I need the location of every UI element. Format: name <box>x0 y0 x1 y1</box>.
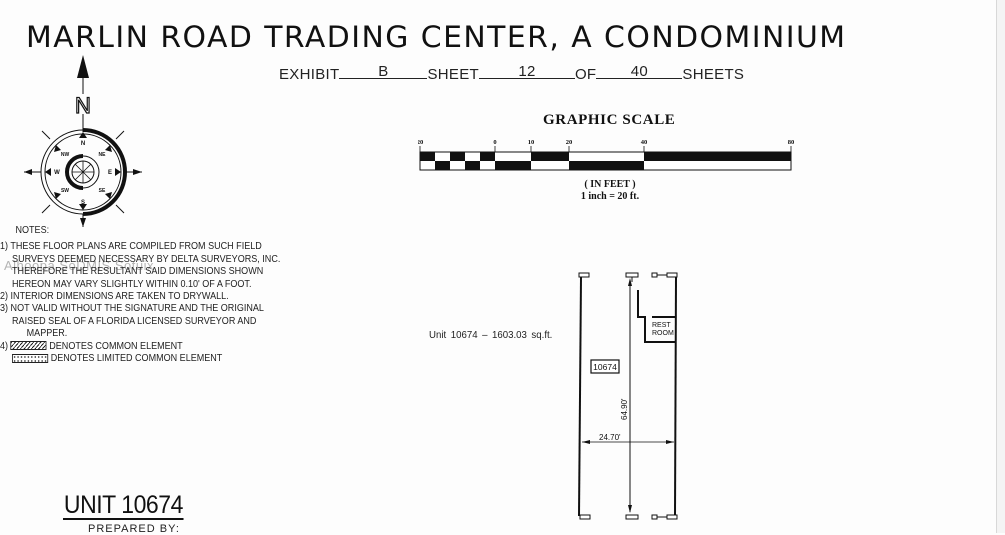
note-3: 3) NOT VALID WITHOUT THE SIGNATURE AND T… <box>0 302 264 340</box>
graphic-scale-title: GRAPHIC SCALE <box>543 112 676 128</box>
svg-text:SW: SW <box>61 188 69 194</box>
dots-pattern-swatch <box>12 353 49 363</box>
of-label: OF <box>574 66 597 83</box>
exhibit-value: B <box>339 64 428 79</box>
page-edge <box>996 0 1005 533</box>
document-title: MARLIN ROAD TRADING CENTER, A CONDOMINIU… <box>26 20 847 54</box>
svg-text:20: 20 <box>566 139 573 146</box>
note-1: 1) THESE FLOOR PLANS ARE COMPILED FROM S… <box>0 240 281 290</box>
svg-text:80: 80 <box>788 139 795 146</box>
legend-common-element: 4) DENOTES COMMON ELEMENT <box>0 339 183 352</box>
sheet-label: SHEET <box>427 66 479 83</box>
svg-text:0: 0 <box>493 139 496 146</box>
watermark-text: Alhoopa SoDMIS Sotuix <box>4 258 154 273</box>
svg-text:NE: NE <box>99 152 107 158</box>
of-value: 40 <box>596 64 683 79</box>
svg-text:REST: REST <box>652 322 671 329</box>
unit-tag: 10674 <box>593 362 617 372</box>
notes-heading: NOTES: <box>15 224 50 236</box>
graphic-scale-bar: 20 0 10 20 40 80 <box>418 139 795 171</box>
sheets-label: SHEETS <box>682 66 745 83</box>
svg-text:10: 10 <box>528 139 535 146</box>
scale-ratio: 1 inch = 20 ft. <box>580 191 640 202</box>
svg-text:E: E <box>108 170 112 176</box>
svg-text:W: W <box>54 170 60 176</box>
unit-area-label: Unit 10674 – 1603.03 sq.ft. <box>429 329 553 341</box>
svg-text:24.70': 24.70' <box>599 433 621 442</box>
svg-text:N: N <box>81 141 85 147</box>
svg-text:ROOM: ROOM <box>652 330 674 337</box>
scale-units: ( IN FEET ) <box>584 179 636 190</box>
hatch-pattern-swatch <box>10 341 47 351</box>
exhibit-label: EXHIBIT <box>279 66 340 83</box>
svg-text:40: 40 <box>641 139 648 146</box>
svg-text:N: N <box>75 93 91 118</box>
sheet-value: 12 <box>478 64 575 79</box>
prepared-by-label: PREPARED BY: <box>88 523 180 535</box>
svg-text:SE: SE <box>99 188 106 194</box>
unit-floor-plan: 24.70' 64.90' REST ROOM 10674 <box>578 272 678 520</box>
notes-block: NOTES: 1) THESE FLOOR PLANS ARE COMPILED… <box>0 224 280 364</box>
unit-heading: UNIT 10674 <box>63 491 184 520</box>
svg-text:64.90': 64.90' <box>620 398 629 420</box>
svg-text:20: 20 <box>418 139 423 146</box>
note-2: 2) INTERIOR DIMENSIONS ARE TAKEN TO DRYW… <box>0 290 229 303</box>
legend-limited-common-element: DENOTES LIMITED COMMON ELEMENT <box>0 352 280 364</box>
svg-text:NW: NW <box>61 152 70 158</box>
graphic-scale-caption: ( IN FEET ) 1 inch = 20 ft. <box>560 179 660 203</box>
svg-text:S: S <box>81 200 85 206</box>
